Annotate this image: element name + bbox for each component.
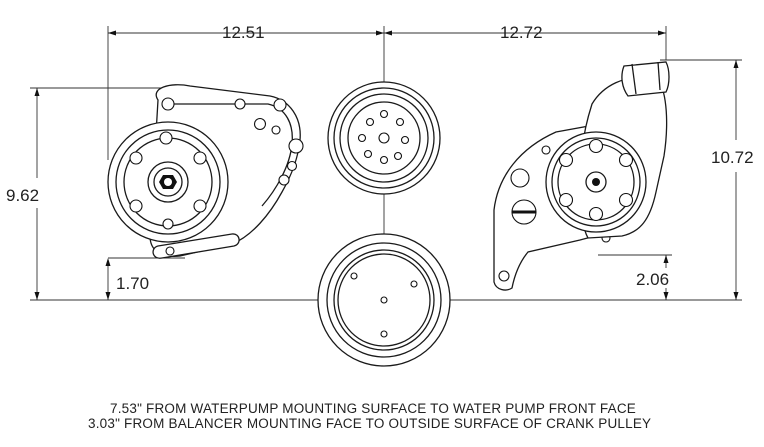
dim-water-pump-height: 9.62	[6, 186, 39, 205]
dim-power-steering-height: 10.72	[711, 148, 754, 167]
dim-water-pump-width: 12.51	[222, 23, 265, 42]
water-pump-assembly	[107, 84, 304, 259]
note-crank-pulley-offset: 3.03" FROM BALANCER MOUNTING FACE TO OUT…	[88, 416, 651, 431]
crank-pulley	[317, 233, 451, 367]
dim-water-pump-lower-offset: 1.70	[116, 274, 149, 293]
dim-power-steering-width: 12.72	[500, 23, 543, 42]
note-water-pump-offset: 7.53" FROM WATERPUMP MOUNTING SURFACE TO…	[110, 401, 636, 416]
dim-power-steering-lower-offset: 2.06	[636, 270, 669, 289]
center-upper-pulley	[327, 81, 441, 195]
power-steering-assembly	[493, 61, 670, 291]
